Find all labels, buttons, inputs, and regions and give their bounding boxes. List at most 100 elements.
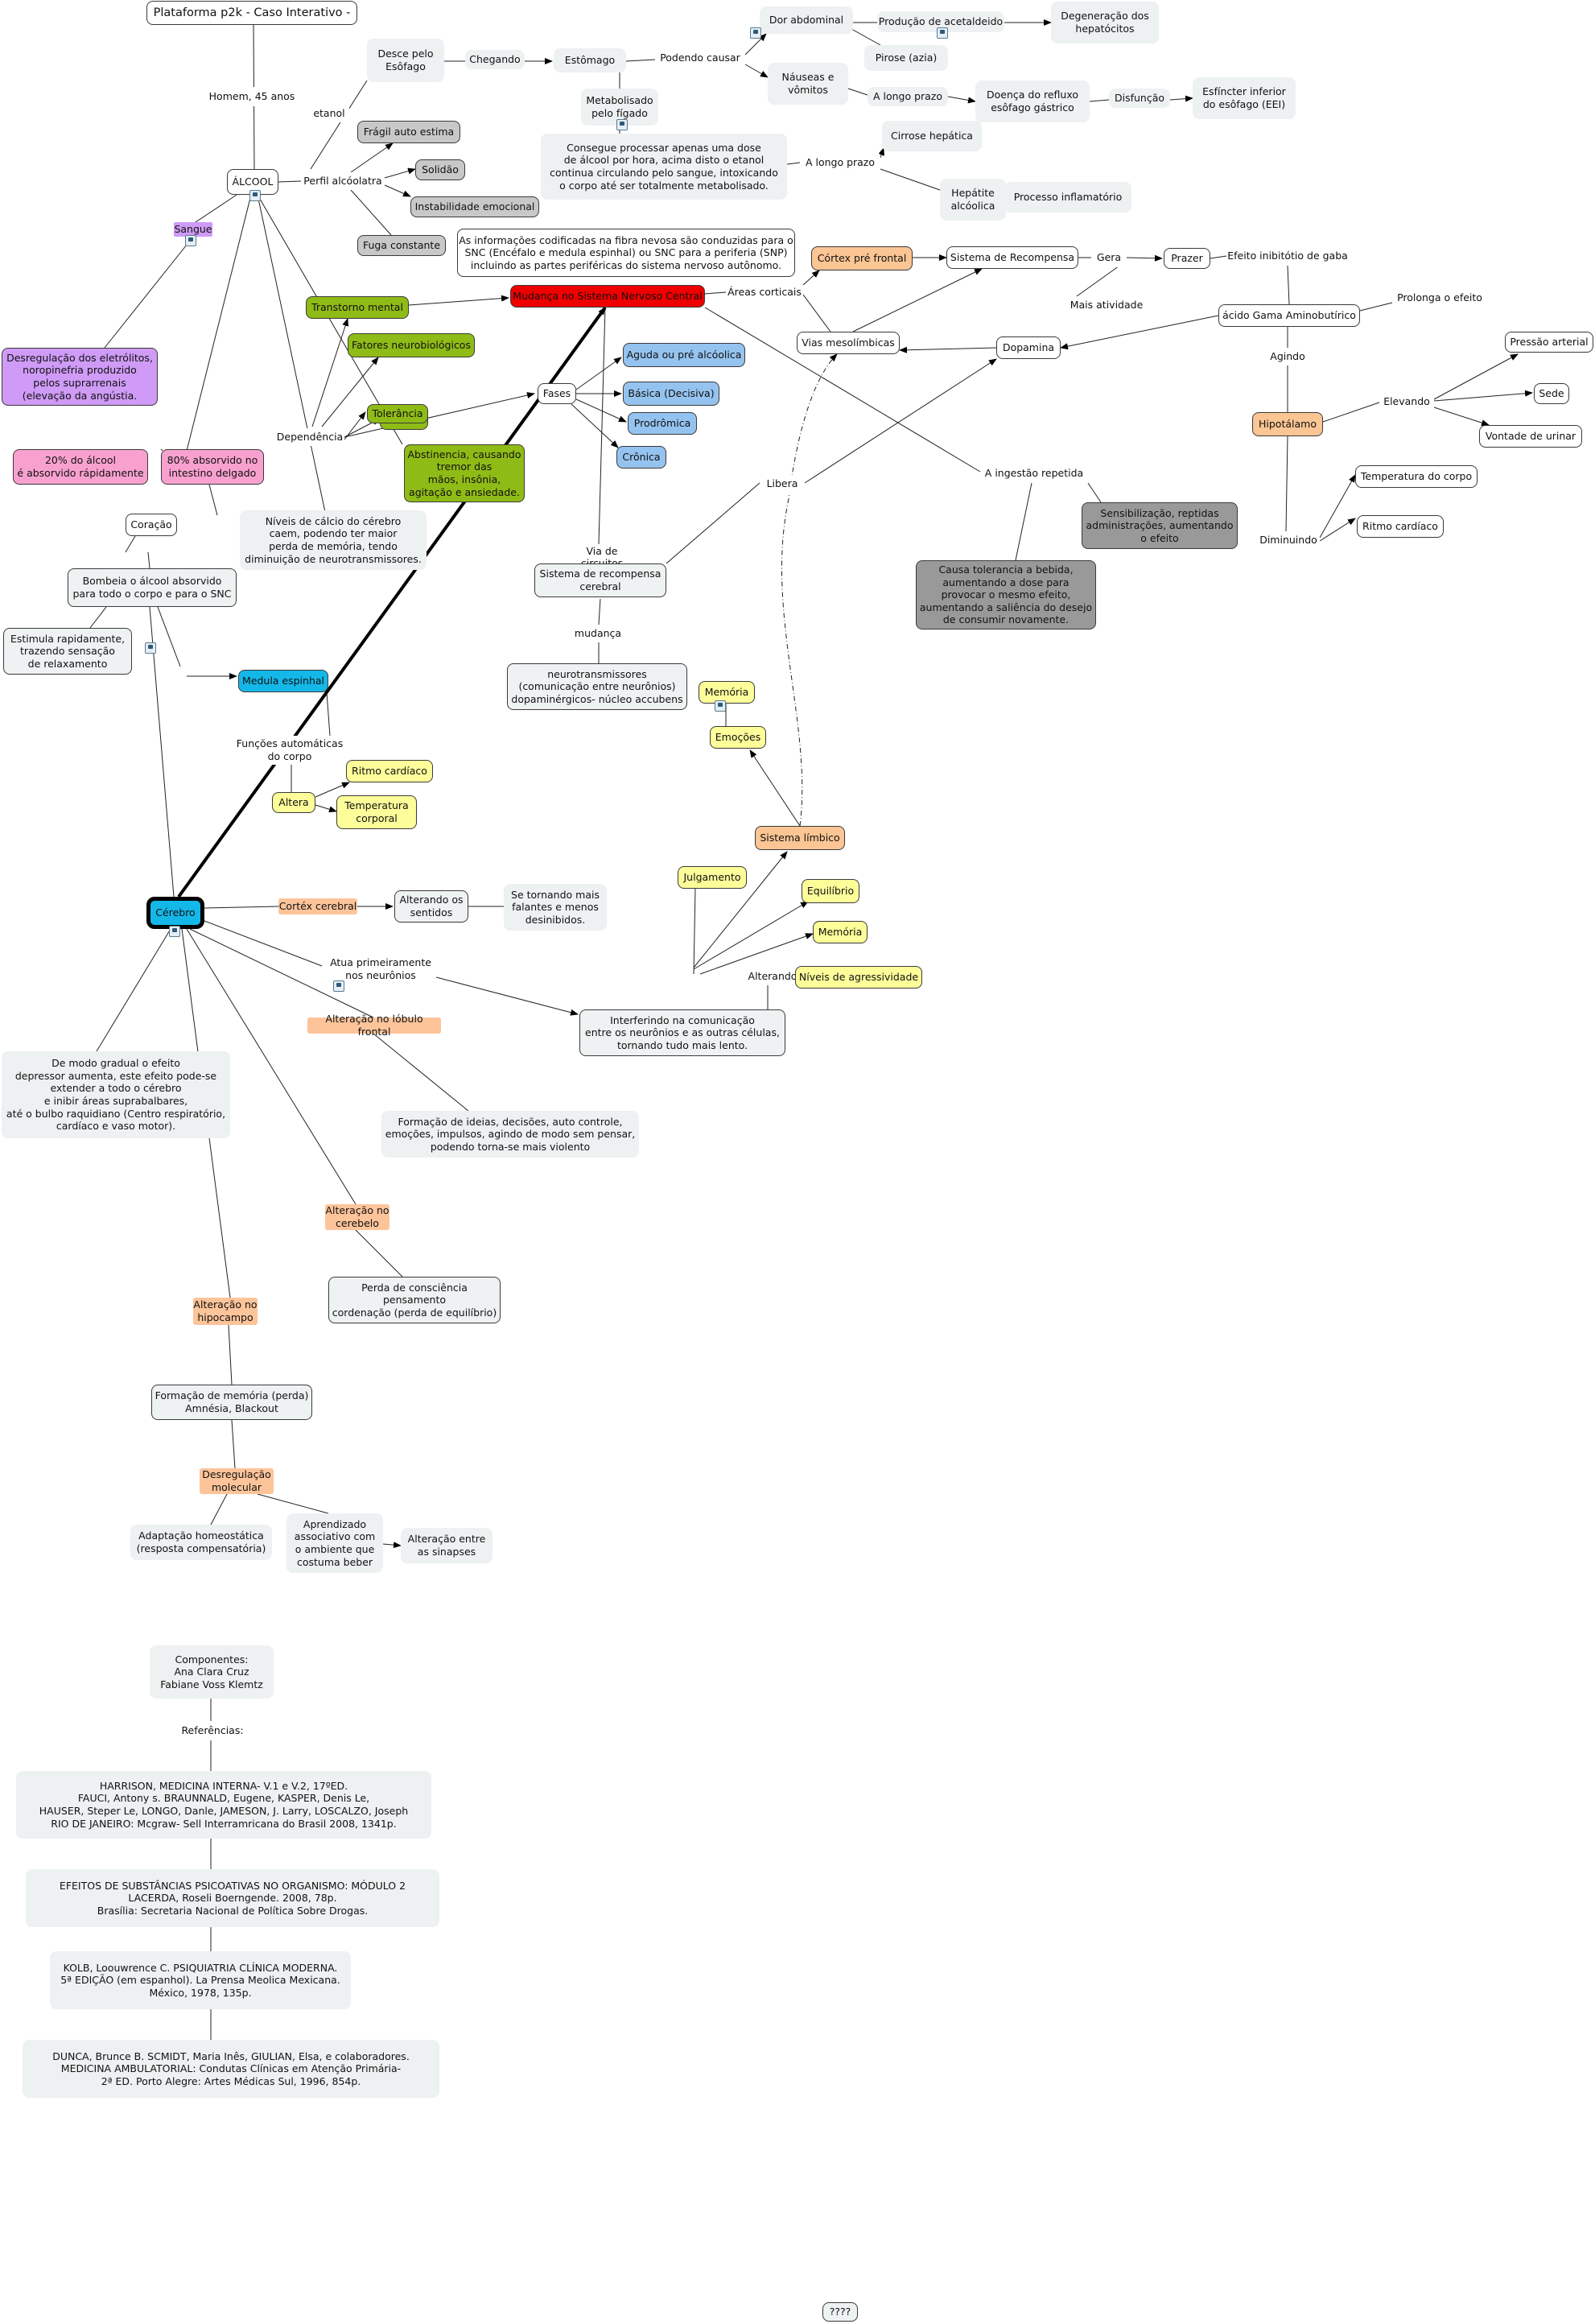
concept-node-altera[interactable]: Altera xyxy=(272,792,315,813)
concept-node-referencias[interactable]: Referências: xyxy=(175,1721,249,1740)
concept-node-perda[interactable]: Perda de consciência pensamento cordenaç… xyxy=(328,1277,501,1323)
concept-node-memoria2[interactable]: Memória xyxy=(813,921,868,943)
concept-node-prodromica[interactable]: Prodrômica xyxy=(628,412,697,435)
concept-node-bombeia[interactable]: Bombeia o álcool absorvido para todo o c… xyxy=(68,568,237,607)
concept-node-ref1[interactable]: HARRISON, MEDICINA INTERNA- V.1 e V.2, 1… xyxy=(16,1771,431,1839)
attachment-icon[interactable] xyxy=(715,700,726,712)
attachment-icon[interactable] xyxy=(616,119,628,130)
concept-node-estimula[interactable]: Estimula rapidamente, trazendo sensação … xyxy=(3,628,132,675)
concept-node-pirose[interactable]: Pirose (azia) xyxy=(864,45,948,71)
concept-node-alterando[interactable]: Alterando xyxy=(742,968,803,985)
attachment-icon[interactable] xyxy=(185,235,196,246)
concept-node-aguda[interactable]: Aguda ou pré alcóolica xyxy=(623,343,745,367)
concept-node-elevando[interactable]: Elevando xyxy=(1379,393,1434,411)
concept-node-solidao[interactable]: Solidão xyxy=(415,159,465,180)
concept-node-alterando_s[interactable]: Alterando os sentidos xyxy=(394,890,468,923)
concept-node-abstinencia[interactable]: Abstinencia, causando tremor das mãos, i… xyxy=(404,444,525,502)
concept-node-podendo[interactable]: Podendo causar xyxy=(655,48,745,68)
concept-node-degeneracao[interactable]: Degeneração dos hepatócitos xyxy=(1051,2,1159,43)
concept-node-sensib[interactable]: Sensibilização, reptidas administrações,… xyxy=(1082,502,1238,549)
concept-node-temp1[interactable]: Temperatura corporal xyxy=(336,795,417,829)
concept-node-atua[interactable]: Atua primeiramente nos neurônios xyxy=(325,955,436,984)
concept-node-areas[interactable]: Áreas corticais xyxy=(726,283,803,301)
concept-node-hepatite[interactable]: Hepátite alcóolica xyxy=(940,179,1006,221)
concept-node-perfil[interactable]: Perfil alcóolatra xyxy=(301,172,385,190)
concept-node-cerebelo[interactable]: Alteração no cerebelo xyxy=(325,1204,389,1230)
concept-node-producao[interactable]: Produção de acetaldeido xyxy=(877,11,1004,32)
concept-node-funcoes[interactable]: Funções automáticas do corpo xyxy=(232,736,348,765)
concept-node-longo1[interactable]: A longo prazo xyxy=(868,87,948,106)
concept-node-mudanca[interactable]: Mudança no Sistema Nervoso Central xyxy=(510,285,705,308)
concept-node-sist_limb[interactable]: Sistema límbico xyxy=(755,826,845,850)
concept-node-qmarks[interactable]: ???? xyxy=(822,2302,858,2322)
concept-node-componentes[interactable]: Componentes: Ana Clara Cruz Fabiane Voss… xyxy=(150,1645,274,1699)
concept-node-ref2[interactable]: EFEITOS DE SUBSTÂNCIAS PSICOATIVAS NO OR… xyxy=(26,1869,439,1927)
concept-node-fuga[interactable]: Fuga constante xyxy=(357,235,446,256)
concept-node-fases[interactable]: Fases xyxy=(538,383,576,404)
concept-node-niveis_ca[interactable]: Níveis de cálcio do cérebro caem, podend… xyxy=(240,510,427,570)
concept-node-p20[interactable]: 20% do álcool é absorvido rápidamente xyxy=(13,449,148,485)
concept-node-sistrec_cer[interactable]: Sistema de recompensa cerebral xyxy=(534,563,666,597)
concept-node-pressao[interactable]: Pressão arterial xyxy=(1505,332,1593,353)
concept-node-setornando[interactable]: Se tornando mais falantes e menos desini… xyxy=(504,884,607,931)
concept-node-cirrose[interactable]: Cirrose hepática xyxy=(882,121,982,151)
concept-node-prolonga[interactable]: Prolonga o efeito xyxy=(1392,288,1487,308)
concept-node-tolerancia[interactable]: Tolerância xyxy=(367,404,428,423)
concept-node-ref3[interactable]: KOLB, Loouwrence C. PSIQUIATRIA CLÍNICA … xyxy=(50,1951,351,2009)
attachment-icon[interactable] xyxy=(937,27,948,39)
concept-node-title[interactable]: Plataforma p2k - Caso Interativo - xyxy=(146,1,357,25)
concept-node-nauseas[interactable]: Náuseas e vômitos xyxy=(768,63,848,105)
concept-node-fragil[interactable]: Frágil auto estima xyxy=(357,121,460,143)
concept-node-ritmo2[interactable]: Ritmo cardíaco xyxy=(1357,515,1444,538)
concept-node-sede[interactable]: Sede xyxy=(1534,383,1569,404)
concept-node-equilibrio[interactable]: Equilíbrio xyxy=(802,879,859,903)
concept-node-vias[interactable]: Vias mesolímbicas xyxy=(797,332,900,354)
concept-node-dependencia[interactable]: Dependência xyxy=(275,428,344,446)
concept-node-consegue[interactable]: Consegue processar apenas uma dose de ál… xyxy=(541,134,787,200)
concept-node-diminuindo[interactable]: Diminuindo xyxy=(1257,531,1320,549)
attachment-icon[interactable] xyxy=(145,642,156,654)
concept-node-acido[interactable]: ácido Gama Aminobutírico xyxy=(1218,304,1360,327)
concept-node-causa[interactable]: Causa tolerancia a bebida, aumentando a … xyxy=(916,560,1096,630)
concept-node-agress[interactable]: Níveis de agressividade xyxy=(795,966,922,989)
concept-node-aprendizado[interactable]: Aprendizado associativo com o ambiente q… xyxy=(286,1513,383,1573)
concept-node-ref4[interactable]: DUNCA, Brunce B. SCMIDT, Maria Inês, GIU… xyxy=(23,2040,439,2098)
concept-node-adaptacao[interactable]: Adaptação homeostática (resposta compens… xyxy=(130,1525,272,1560)
concept-node-libera[interactable]: Libera xyxy=(760,475,805,493)
concept-node-asinfo[interactable]: As informações codificadas na fibra nevo… xyxy=(457,229,795,277)
concept-node-sist_rec[interactable]: Sistema de Recompensa xyxy=(946,246,1078,269)
concept-node-cortex_c[interactable]: Cortéx cerebral xyxy=(278,898,357,914)
concept-node-prazer[interactable]: Prazer xyxy=(1164,248,1210,269)
concept-node-lobulo[interactable]: Alteração no lóbulo frontal xyxy=(307,1013,441,1038)
concept-node-chegando[interactable]: Chegando xyxy=(465,50,525,69)
concept-node-basica[interactable]: Básica (Decisiva) xyxy=(623,382,719,406)
attachment-icon[interactable] xyxy=(750,27,761,39)
concept-node-julgamento[interactable]: Julgamento xyxy=(678,866,747,889)
concept-node-gera[interactable]: Gera xyxy=(1091,248,1127,267)
concept-node-degradual[interactable]: De modo gradual o efeito depressor aumen… xyxy=(2,1051,230,1138)
concept-node-neurotrans[interactable]: neurotransmissores (comunicação entre ne… xyxy=(507,663,687,710)
concept-node-vontade[interactable]: Vontade de urinar xyxy=(1479,425,1582,448)
concept-node-dopamina[interactable]: Dopamina xyxy=(996,336,1061,359)
concept-node-fatores[interactable]: Fatores neurobiológicos xyxy=(348,333,475,357)
concept-node-inflam[interactable]: Processo inflamatório xyxy=(1004,182,1131,213)
concept-node-desce[interactable]: Desce pelo Esôfago xyxy=(367,39,444,82)
concept-node-sangue[interactable]: Sangue xyxy=(174,222,212,237)
concept-node-sinapses[interactable]: Alteração entre as sinapses xyxy=(401,1528,493,1563)
concept-node-hipotalamo[interactable]: Hipotálamo xyxy=(1252,412,1323,436)
concept-node-efeito[interactable]: Efeito inibitótio de gaba xyxy=(1226,246,1349,266)
concept-node-transtorno[interactable]: Transtorno mental xyxy=(306,296,409,319)
concept-node-cronica[interactable]: Crônica xyxy=(616,446,666,469)
attachment-icon[interactable] xyxy=(249,190,261,201)
concept-node-temp2[interactable]: Temperatura do corpo xyxy=(1355,465,1478,488)
concept-node-medula[interactable]: Medula espinhal xyxy=(238,670,328,692)
concept-node-interferindo[interactable]: Interferindo na comunicação entre os neu… xyxy=(579,1009,785,1056)
concept-node-cortex_pf[interactable]: Córtex pré frontal xyxy=(811,246,913,270)
concept-node-formmem[interactable]: Formação de memória (perda) Amnésia, Bla… xyxy=(151,1385,312,1420)
concept-node-etanol[interactable]: etanol xyxy=(309,105,349,122)
concept-node-ritmo1[interactable]: Ritmo cardíaco xyxy=(346,760,433,782)
concept-node-aingestao[interactable]: A ingestão repetida xyxy=(980,464,1088,483)
concept-node-esfincter[interactable]: Esfíncter inferior do esôfago (EEI) xyxy=(1193,77,1296,119)
concept-node-desreg_mol[interactable]: Desregulação molecular xyxy=(200,1468,274,1494)
concept-node-estomago[interactable]: Estômago xyxy=(554,48,626,72)
